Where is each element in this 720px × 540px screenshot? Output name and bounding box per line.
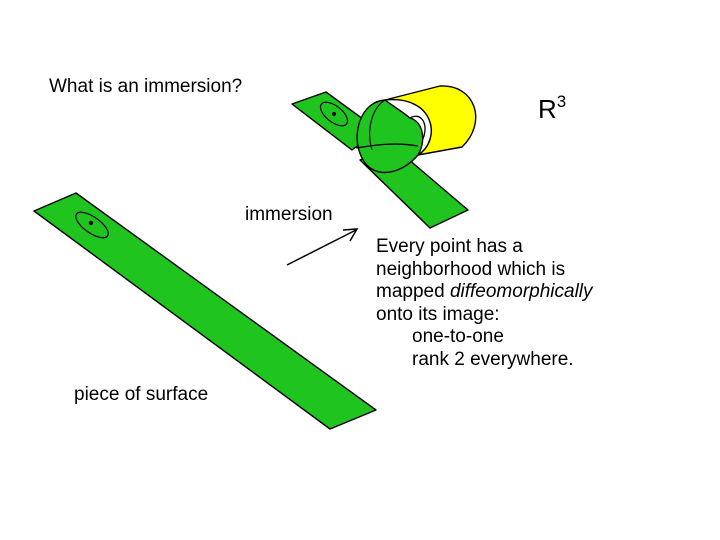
green-loop-front — [356, 99, 424, 173]
point-dot-icon — [88, 220, 94, 226]
space-base: R — [538, 94, 557, 124]
description-text: Every point has a neighborhood which is … — [376, 236, 593, 371]
description-line-5: one-to-one — [412, 326, 504, 347]
page-title: What is an immersion? — [49, 76, 243, 97]
neighborhood-ellipse-icon — [319, 101, 349, 127]
immersed-surface — [291, 85, 477, 229]
space-exponent: 3 — [556, 92, 567, 111]
description-line-1: Every point has a — [376, 236, 523, 257]
description-line-3-prefix: mapped — [376, 281, 450, 302]
yellow-tube — [384, 85, 477, 156]
immersion-label: immersion — [245, 204, 333, 225]
description-line-6: rank 2 everywhere. — [412, 348, 574, 370]
crease-line — [355, 143, 419, 149]
arrow-icon — [286, 228, 359, 266]
surface-label: piece of surface — [74, 384, 209, 405]
description-line-3: mapped diffeomorphically — [376, 281, 593, 304]
flat-surface-strip — [33, 192, 377, 430]
point-dot-icon — [332, 112, 336, 116]
description-line-2: neighborhood which is — [376, 258, 566, 280]
fold-line — [369, 99, 386, 151]
space-label: R3 — [538, 93, 566, 124]
neighborhood-ellipse-icon — [75, 211, 109, 239]
description-emphasis: diffeomorphically — [449, 281, 593, 302]
description-line-4: onto its image: — [376, 303, 500, 325]
